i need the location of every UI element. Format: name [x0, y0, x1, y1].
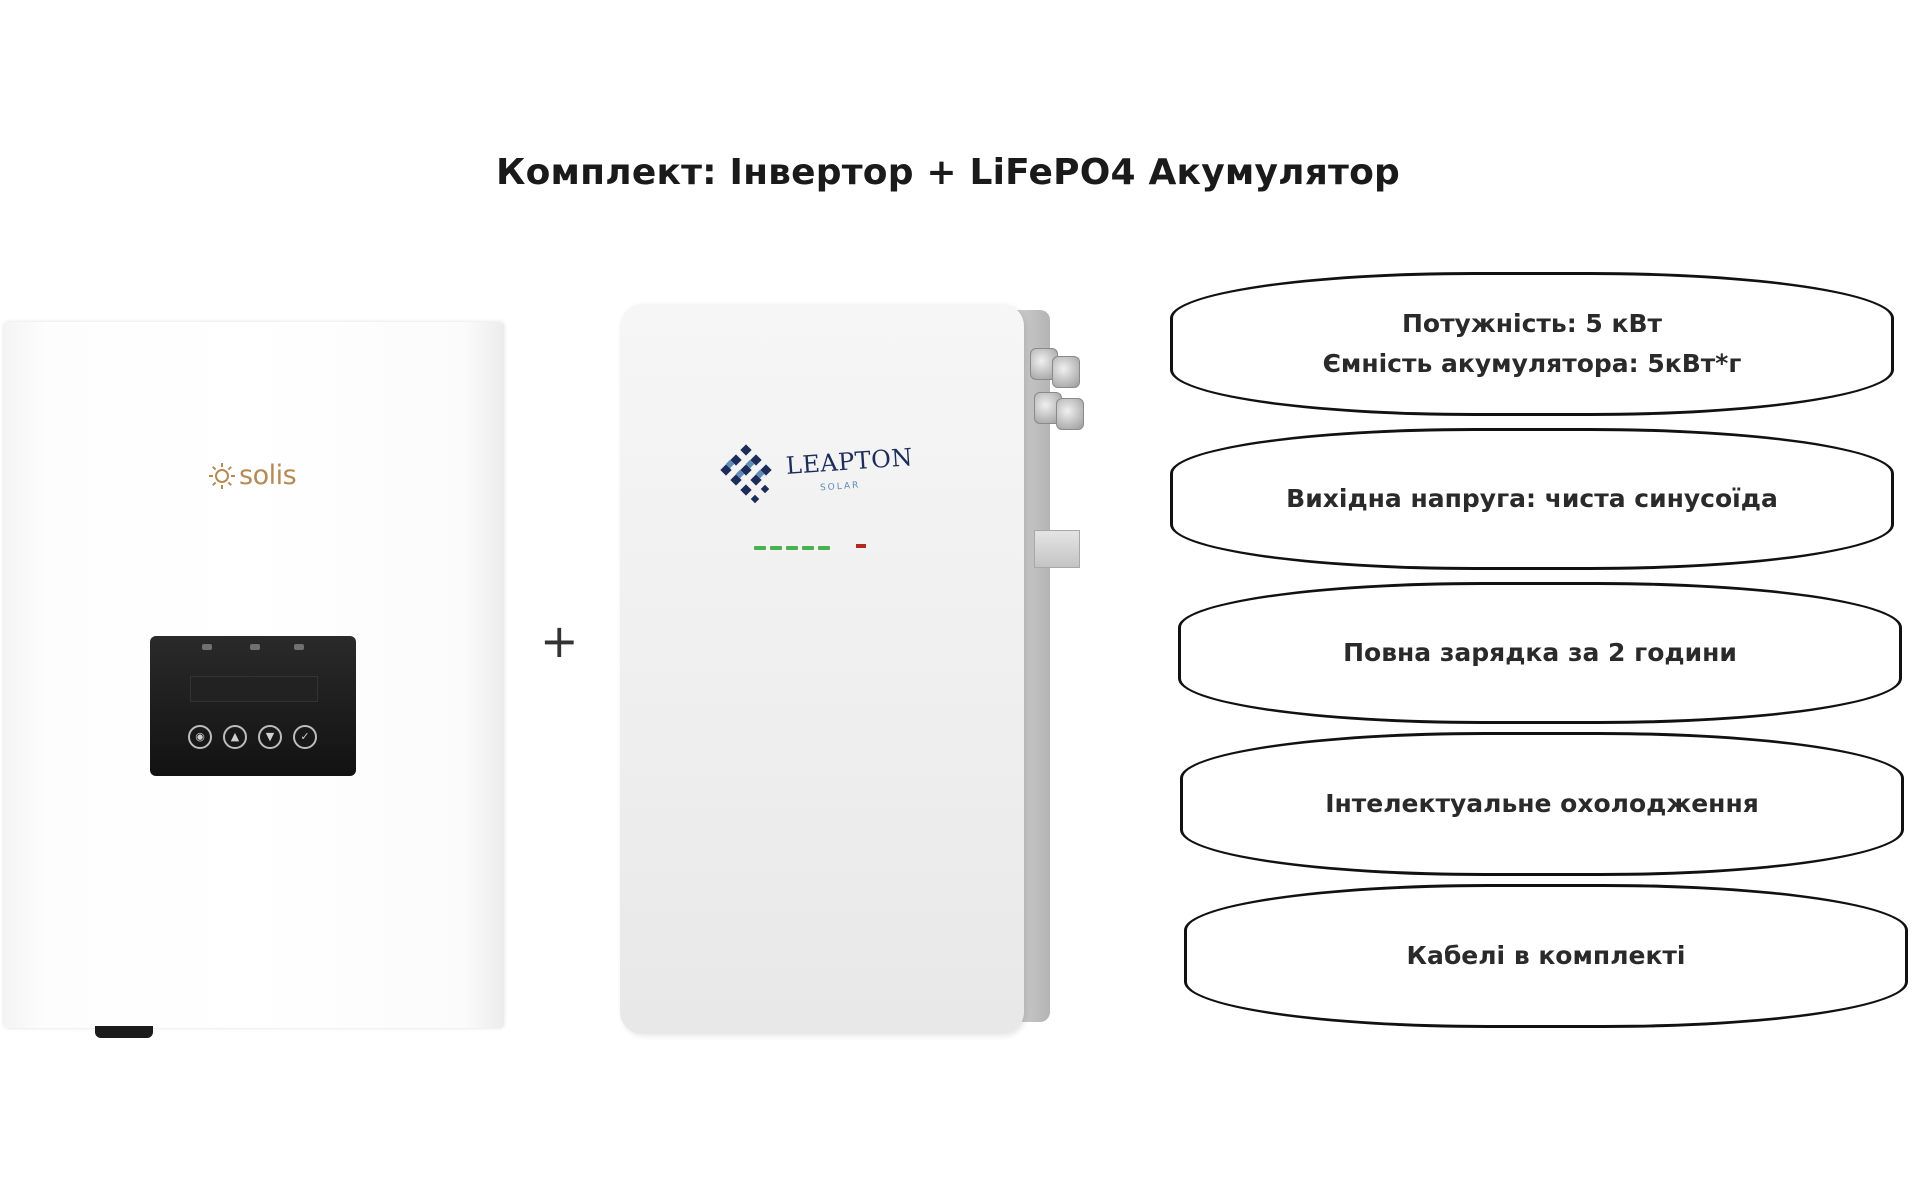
feature-line-capacity: Ємність акумулятора: 5кВт*г: [1322, 349, 1742, 378]
feature-box-power: Потужність: 5 кВт Ємність акумулятора: 5…: [1170, 272, 1894, 416]
feature-line-charging: Повна зарядка за 2 години: [1343, 638, 1737, 667]
solis-logo: solis: [208, 460, 297, 491]
down-button-icon: ▼: [258, 725, 282, 749]
cable-connector: [1052, 356, 1080, 388]
indicator-light: [294, 644, 304, 650]
led-green: [818, 546, 830, 550]
feature-box-cables: Кабелі в комплекті: [1184, 884, 1908, 1028]
feature-box-output: Вихідна напруга: чиста синусоїда: [1170, 428, 1894, 570]
led-green: [770, 546, 782, 550]
feature-box-cooling: Інтелектуальне охолодження: [1180, 732, 1904, 876]
enter-button-icon: ✓: [293, 725, 317, 749]
feature-line-power: Потужність: 5 кВт: [1401, 309, 1663, 338]
battery-led-indicators: [754, 546, 830, 550]
inverter-display-panel: ◉ ▲ ▼ ✓: [150, 636, 356, 776]
feature-line-cables: Кабелі в комплекті: [1406, 941, 1686, 970]
feature-line-output: Вихідна напруга: чиста синусоїда: [1286, 484, 1778, 513]
indicator-light: [250, 644, 260, 650]
plus-sign: +: [540, 614, 579, 668]
led-red: [856, 544, 866, 548]
leapton-logo-mark-icon: [720, 444, 772, 504]
led-green: [754, 546, 766, 550]
cable-connector: [1056, 398, 1084, 430]
feature-line-cooling: Інтелектуальне охолодження: [1325, 789, 1759, 818]
feature-text: Потужність: 5 кВт Ємність акумулятора: 5…: [1323, 304, 1742, 384]
up-button-icon: ▲: [223, 725, 247, 749]
solis-logo-text: solis: [239, 460, 297, 491]
page-title: Комплект: Інвертор + LiFePO4 Акумулятор: [496, 152, 1401, 193]
inverter-foot: [95, 1026, 153, 1038]
esc-button-icon: ◉: [188, 725, 212, 749]
mounting-bracket: [1034, 530, 1080, 568]
led-green: [786, 546, 798, 550]
indicator-light: [202, 644, 212, 650]
battery-image: [620, 304, 1024, 1034]
led-green: [802, 546, 814, 550]
feature-box-charging: Повна зарядка за 2 години: [1178, 582, 1902, 724]
inverter-lcd-screen: [190, 676, 318, 702]
sun-icon: [209, 462, 235, 489]
